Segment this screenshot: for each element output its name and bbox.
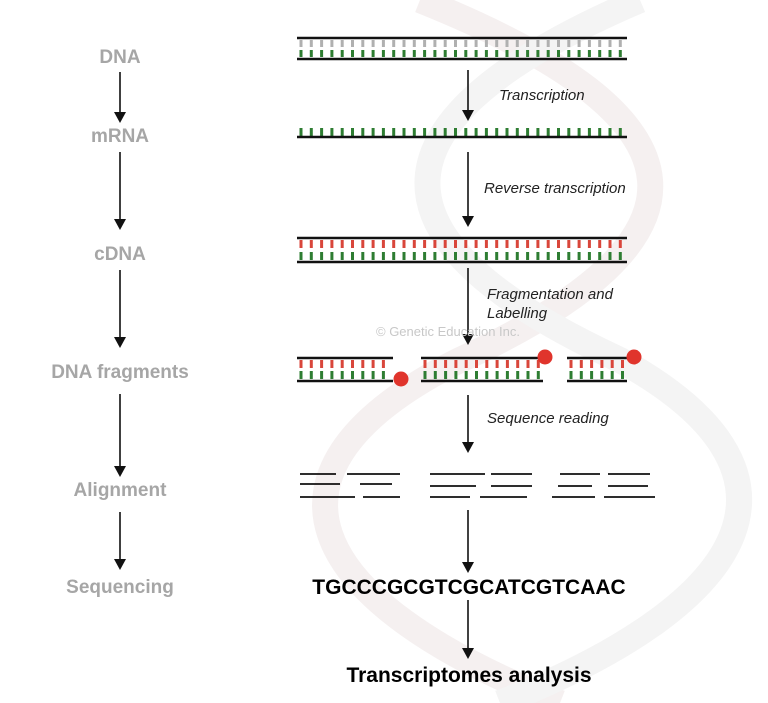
process-arrows <box>462 70 474 659</box>
process-label-transcription: Transcription <box>499 87 585 104</box>
sequence-output: TGCCCGCGTCGCATCGTCAAC <box>312 576 625 599</box>
stage-label-dna: DNA <box>99 47 140 68</box>
fluorescent-label-dot <box>537 349 553 365</box>
process-labels: Transcription Reverse transcription Frag… <box>484 87 626 427</box>
process-label-fragmentation-line2: Labelling <box>487 305 548 322</box>
stage-label-mrna: mRNA <box>91 126 149 147</box>
arrow-fragmentation <box>462 268 474 345</box>
process-label-reverse-transcription: Reverse transcription <box>484 180 626 197</box>
dna-fragments-labelled <box>297 349 642 387</box>
arrow-sequence-to-analysis <box>462 600 474 659</box>
dna-double-strand <box>297 36 627 61</box>
arrow-cdna-to-fragments <box>114 270 126 348</box>
stage-label-alignment: Alignment <box>74 480 168 501</box>
arrow-fragments-to-alignment <box>114 394 126 477</box>
process-label-fragmentation-line1: Fragmentation and <box>487 286 614 303</box>
cdna-double-strand <box>297 236 627 264</box>
aligned-reads <box>300 473 655 498</box>
dna-fragment <box>421 349 553 383</box>
dna-fragment <box>567 349 642 383</box>
stage-label-dna-fragments: DNA fragments <box>51 362 189 383</box>
arrow-alignment-to-sequencing <box>114 512 126 570</box>
stage-arrows <box>114 72 126 570</box>
result-label: Transcriptomes analysis <box>346 664 591 687</box>
arrow-transcription <box>462 70 474 121</box>
stage-label-sequencing: Sequencing <box>66 577 174 598</box>
mrna-single-strand <box>297 128 627 139</box>
arrow-alignment-to-sequence <box>462 510 474 573</box>
background-helix-decoration <box>312 0 752 703</box>
process-label-sequence-reading: Sequence reading <box>487 410 609 427</box>
stage-labels: DNA mRNA cDNA DNA fragments Alignment Se… <box>51 47 189 598</box>
arrow-dna-to-mrna <box>114 72 126 123</box>
arrow-reverse-transcription <box>462 152 474 227</box>
fluorescent-label-dot <box>626 349 642 365</box>
arrow-mrna-to-cdna <box>114 152 126 230</box>
watermark-text: © Genetic Education Inc. <box>376 324 520 339</box>
dna-fragment <box>297 356 409 387</box>
fluorescent-label-dot <box>393 371 409 387</box>
arrow-sequence-reading <box>462 395 474 453</box>
stage-label-cdna: cDNA <box>94 244 146 265</box>
